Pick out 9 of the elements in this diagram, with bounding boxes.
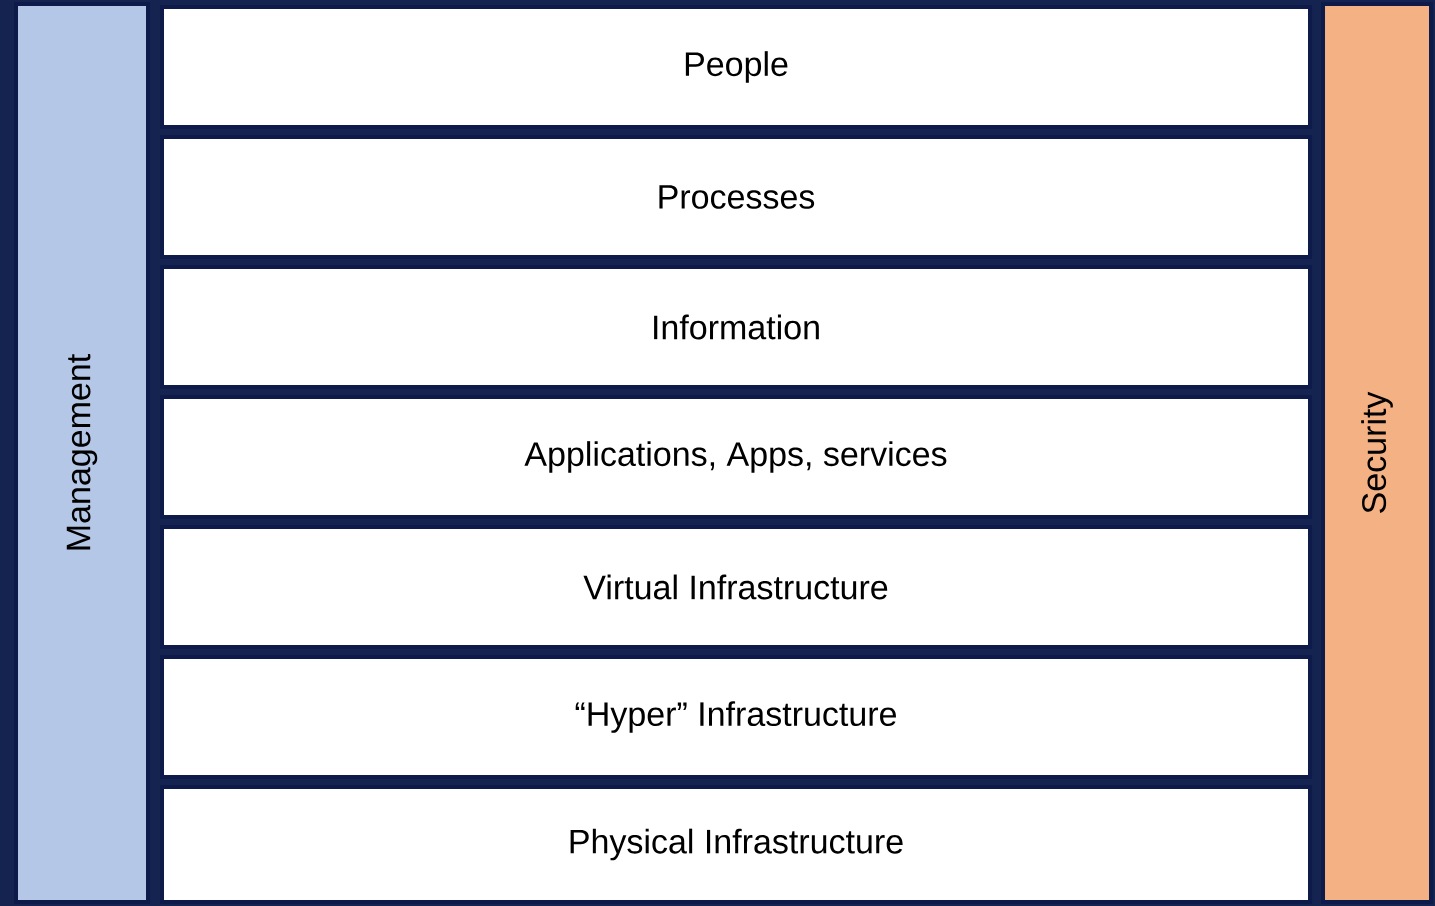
layer-box: Virtual Infrastructure	[160, 525, 1312, 649]
layer-box: Information	[160, 265, 1312, 389]
layer-box: Processes	[160, 135, 1312, 259]
layer-box: “Hyper” Infrastructure	[160, 655, 1312, 779]
layer-box: People	[160, 5, 1312, 129]
layer-box: Physical Infrastructure	[160, 785, 1312, 904]
layer-box: Applications, Apps, services	[160, 395, 1312, 519]
side-bar: Security	[1321, 2, 1433, 904]
side-bar: Management	[14, 2, 150, 904]
